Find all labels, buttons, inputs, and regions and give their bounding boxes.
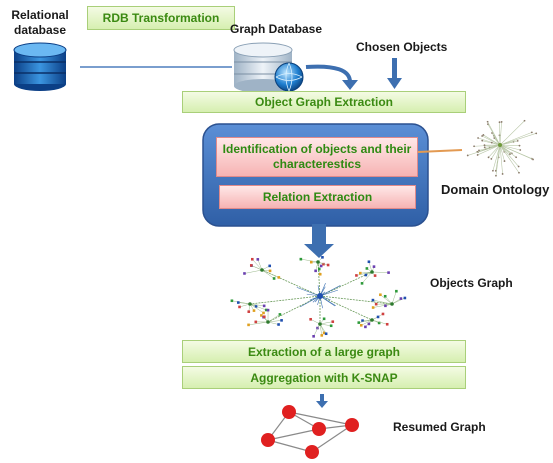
resumed-node [345,418,359,432]
resumed-node [305,445,319,459]
aggregation-ksnap-box: Aggregation with K-SNAP [182,366,466,389]
object-graph-extraction-box: Object Graph Extraction [182,91,466,113]
to-objects-graph-arrow [304,224,334,258]
resumed-graph-label: Resumed Graph [393,420,486,434]
rdb-transformation-box: RDB Transformation [87,6,235,30]
relation-extraction-box: Relation Extraction [219,185,416,209]
domain-ontology-label: Domain Ontology [441,182,550,197]
resumed-node [261,433,275,447]
extraction-large-graph-box: Extraction of a large graph [182,340,466,363]
resumed-graph [261,405,359,459]
chosen-objects-label: Chosen Objects [356,40,448,54]
ontology-connector-line [417,149,463,153]
identification-box: Identification of objects and their char… [216,137,418,177]
objects-graph-label: Objects Graph [430,276,513,290]
resumed-node [282,405,296,419]
graph-database-icon [233,42,304,93]
relational-database-label: Relational database [11,8,69,37]
resumed-node [312,422,326,436]
objects-graph-network [230,256,407,338]
domain-ontology-graph [466,119,538,177]
graph-db-arrow [305,64,358,90]
graph-database-label: Graph Database [230,22,323,36]
to-resumed-graph-arrow [316,394,328,408]
relational-database-icon [13,42,67,91]
chosen-objects-arrow [387,58,402,89]
